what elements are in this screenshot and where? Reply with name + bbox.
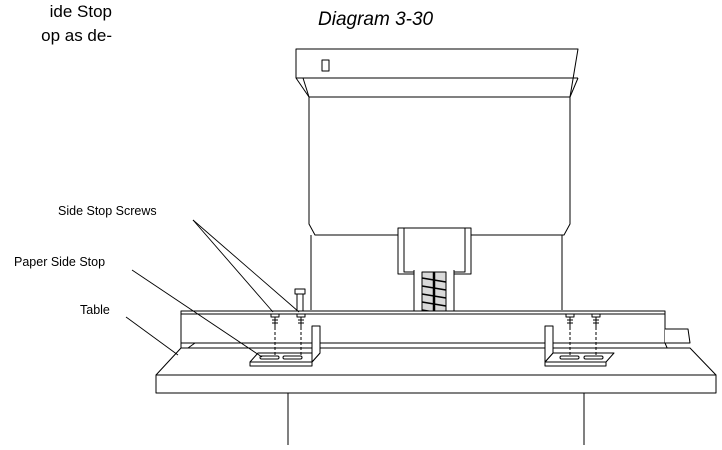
screw-icon [591,313,601,327]
callout-side-stop-screws: Side Stop Screws [58,204,157,218]
table [155,347,717,445]
screw-icon [296,313,306,327]
paper-side-stop-left [249,325,321,367]
indicator-light-icon [321,59,330,72]
paper-side-stop-right [544,325,615,367]
diagram-caption: Diagram 3-30 [318,9,434,30]
leader-line [125,316,179,356]
body-text-line-2: op as de- [41,26,112,45]
leader-line [131,269,263,358]
machine-lower-housing [310,235,563,310]
cropped-body-text: ide Stop op as de- [0,0,112,48]
adjustment-knob [296,292,304,312]
callout-paper-side-stop: Paper Side Stop [14,255,106,269]
machine-upper-housing [295,48,579,236]
screw-icon [270,313,280,327]
paper-guide-rail [180,288,691,354]
leader-lines [125,219,300,358]
screw-icon [565,313,575,327]
body-text-line-1: ide Stop [49,2,112,21]
leader-line [192,219,274,313]
side-stop-screws [270,313,601,327]
leader-line [192,219,300,313]
callout-table: Table [80,303,110,317]
